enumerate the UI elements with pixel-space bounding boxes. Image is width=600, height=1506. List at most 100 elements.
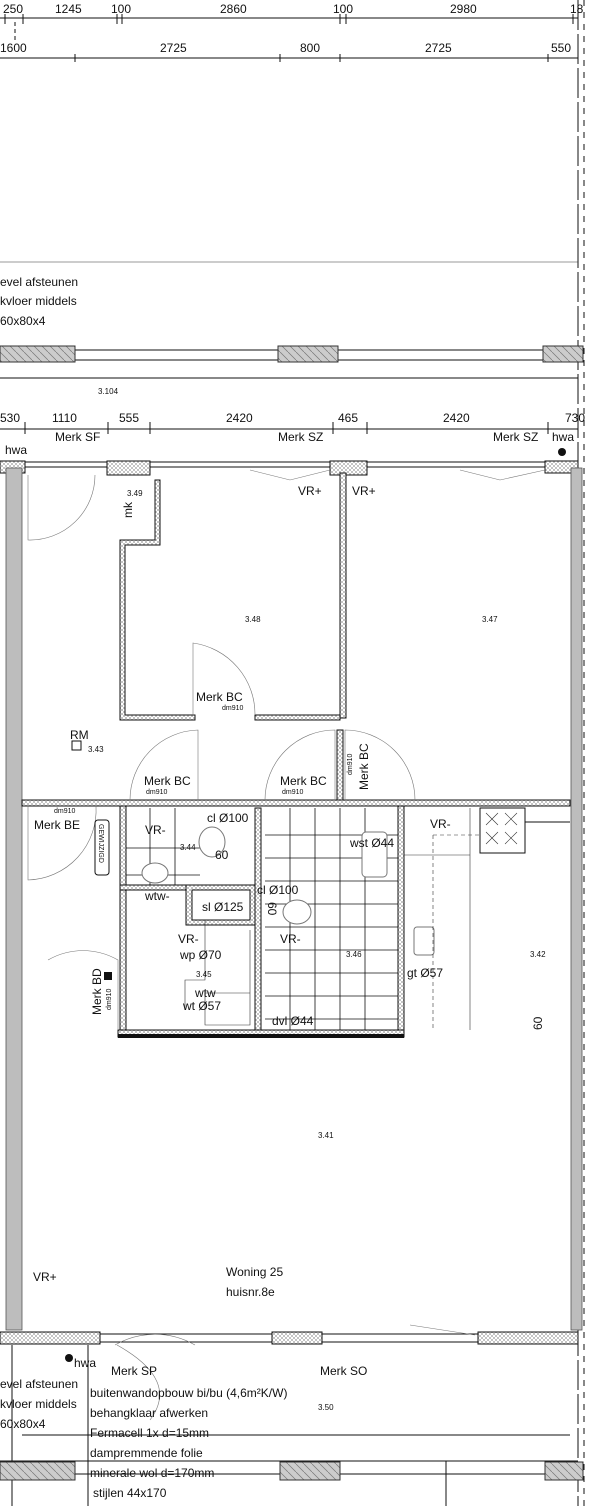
dim-label: 555 xyxy=(119,411,139,425)
note-line: kvloer middels xyxy=(0,1397,77,1411)
window-label: Merk SP xyxy=(111,1364,157,1378)
wall-build-up-note: buitenwandopbouw bi/bu (4,6m²K/W) behang… xyxy=(90,1386,287,1500)
note-line: 60x80x4 xyxy=(0,314,46,328)
structural-wall-right xyxy=(570,467,583,1331)
door-width: dm910 xyxy=(347,753,354,775)
ventilation-label: VR- xyxy=(178,932,199,946)
dim-label: 730 xyxy=(565,411,585,425)
note-line: buitenwandopbouw bi/bu (4,6m²K/W) xyxy=(90,1386,287,1400)
door-label: Merk BD xyxy=(90,968,104,1015)
structural-wall-left xyxy=(5,467,23,1331)
dwelling-name: Woning 25 xyxy=(226,1265,283,1279)
door-width: dm910 xyxy=(54,808,76,815)
sanitary-block xyxy=(27,805,570,1038)
note-line: 60x80x4 xyxy=(0,1417,46,1431)
door-label: Merk BC xyxy=(357,743,371,790)
ventilation-label: VR- xyxy=(430,817,451,831)
note-line: evel afsteunen xyxy=(0,1377,78,1391)
window-label: Merk SO xyxy=(320,1364,367,1378)
room-number: 3.46 xyxy=(346,950,362,959)
dimension-line-top-1: 250 1245 100 2860 100 2980 18 xyxy=(0,2,584,24)
ventilation-label: VR+ xyxy=(298,484,322,498)
dim-label: 550 xyxy=(551,41,571,55)
note-line: kvloer middels xyxy=(0,294,77,308)
dimension-line-facade: 530 1110 555 2420 465 2420 730 xyxy=(0,411,585,434)
dim-label: 1245 xyxy=(55,2,82,16)
note-line: stijlen 44x170 xyxy=(93,1486,167,1500)
room-number: 3.42 xyxy=(530,950,546,959)
room-number: 3.49 xyxy=(127,489,143,498)
door-label: Merk BE xyxy=(34,818,80,832)
dim-label: 530 xyxy=(0,411,20,425)
drain-label: wp Ø70 xyxy=(179,948,222,962)
ventilation-label: VR- xyxy=(145,823,166,837)
facade-wall-top xyxy=(0,460,579,481)
room-number: 3.48 xyxy=(245,615,261,624)
door-width: dm910 xyxy=(222,705,244,712)
dim-label: 1110 xyxy=(52,411,77,425)
room-number: 3.44 xyxy=(180,843,196,852)
rainwater-pipe-icon xyxy=(558,448,566,456)
revision-mark: GEWIJZIGD xyxy=(97,824,104,863)
drain-label: dvl Ø44 xyxy=(272,1014,314,1028)
dimension-60: 60 xyxy=(531,1016,545,1030)
window-label: Merk SF xyxy=(55,430,100,444)
drain-label: gt Ø57 xyxy=(407,966,443,980)
door-label: Merk BC xyxy=(196,690,243,704)
drain-label: cl Ø100 xyxy=(257,883,299,897)
window-label: Merk SZ xyxy=(493,430,538,444)
drain-label: cl Ø100 xyxy=(207,811,249,825)
dim-label: 2420 xyxy=(443,411,470,425)
door-width: dm910 xyxy=(282,789,304,796)
drain-label: wt Ø57 xyxy=(182,999,221,1013)
dim-label: 100 xyxy=(333,2,353,16)
smoke-detector-label: RM xyxy=(70,728,89,742)
dimension-line-top-2: 1600 2725 800 2725 550 xyxy=(0,22,578,62)
dimension-60: 60 xyxy=(215,848,229,862)
door-width: dm910 xyxy=(106,988,113,1010)
note-line: Fermacell 1x d=15mm xyxy=(90,1426,209,1440)
room-walls-upper xyxy=(21,472,571,807)
room-number: 3.50 xyxy=(318,1403,334,1412)
dim-label: 250 xyxy=(3,2,23,16)
closet-label: mk xyxy=(121,501,135,518)
door-label: Merk BC xyxy=(280,774,327,788)
ventilation-label: VR+ xyxy=(33,1270,57,1284)
window-label: Merk SZ xyxy=(278,430,323,444)
room-number: 3.43 xyxy=(88,745,104,754)
rainwater-label: hwa xyxy=(5,443,27,457)
dim-label: 2860 xyxy=(220,2,247,16)
door-width: dm910 xyxy=(146,789,168,796)
dimension-60: 60 xyxy=(265,902,279,916)
dim-label: 2980 xyxy=(450,2,477,16)
facade-wall-bottom xyxy=(0,1324,584,1506)
note-line: dampremmende folie xyxy=(90,1446,203,1460)
note-line: minerale wol d=170mm xyxy=(90,1466,214,1480)
dim-label: 465 xyxy=(338,411,358,425)
note-line: evel afsteunen xyxy=(0,275,78,289)
floor-level: 3.104 xyxy=(98,387,119,396)
room-number: 3.41 xyxy=(318,1131,334,1140)
room-number: 3.45 xyxy=(196,970,212,979)
smoke-detector-icon xyxy=(71,740,82,751)
note-top: evel afsteunen kvloer middels 60x80x4 xyxy=(0,275,78,328)
door-label: Merk BC xyxy=(144,774,191,788)
ventilation-label: VR+ xyxy=(352,484,376,498)
dim-label: 100 xyxy=(111,2,131,16)
shaft-label: sl Ø125 xyxy=(202,900,244,914)
note-line: behangklaar afwerken xyxy=(90,1406,208,1420)
facade-band-top xyxy=(0,345,584,379)
drain-label: wst Ø44 xyxy=(349,836,394,850)
dim-label: 1600 xyxy=(0,41,27,55)
room-number: 3.47 xyxy=(482,615,498,624)
house-number: huisnr.8e xyxy=(226,1285,275,1299)
dim-label: 2725 xyxy=(160,41,187,55)
dim-label: 2420 xyxy=(226,411,253,425)
heat-recovery-label: wtw xyxy=(194,986,216,1000)
dim-label: 800 xyxy=(300,41,320,55)
rainwater-label: hwa xyxy=(74,1356,96,1370)
dim-label: 18 xyxy=(570,2,584,16)
ventilation-label: VR- xyxy=(280,932,301,946)
dim-label: 2725 xyxy=(425,41,452,55)
